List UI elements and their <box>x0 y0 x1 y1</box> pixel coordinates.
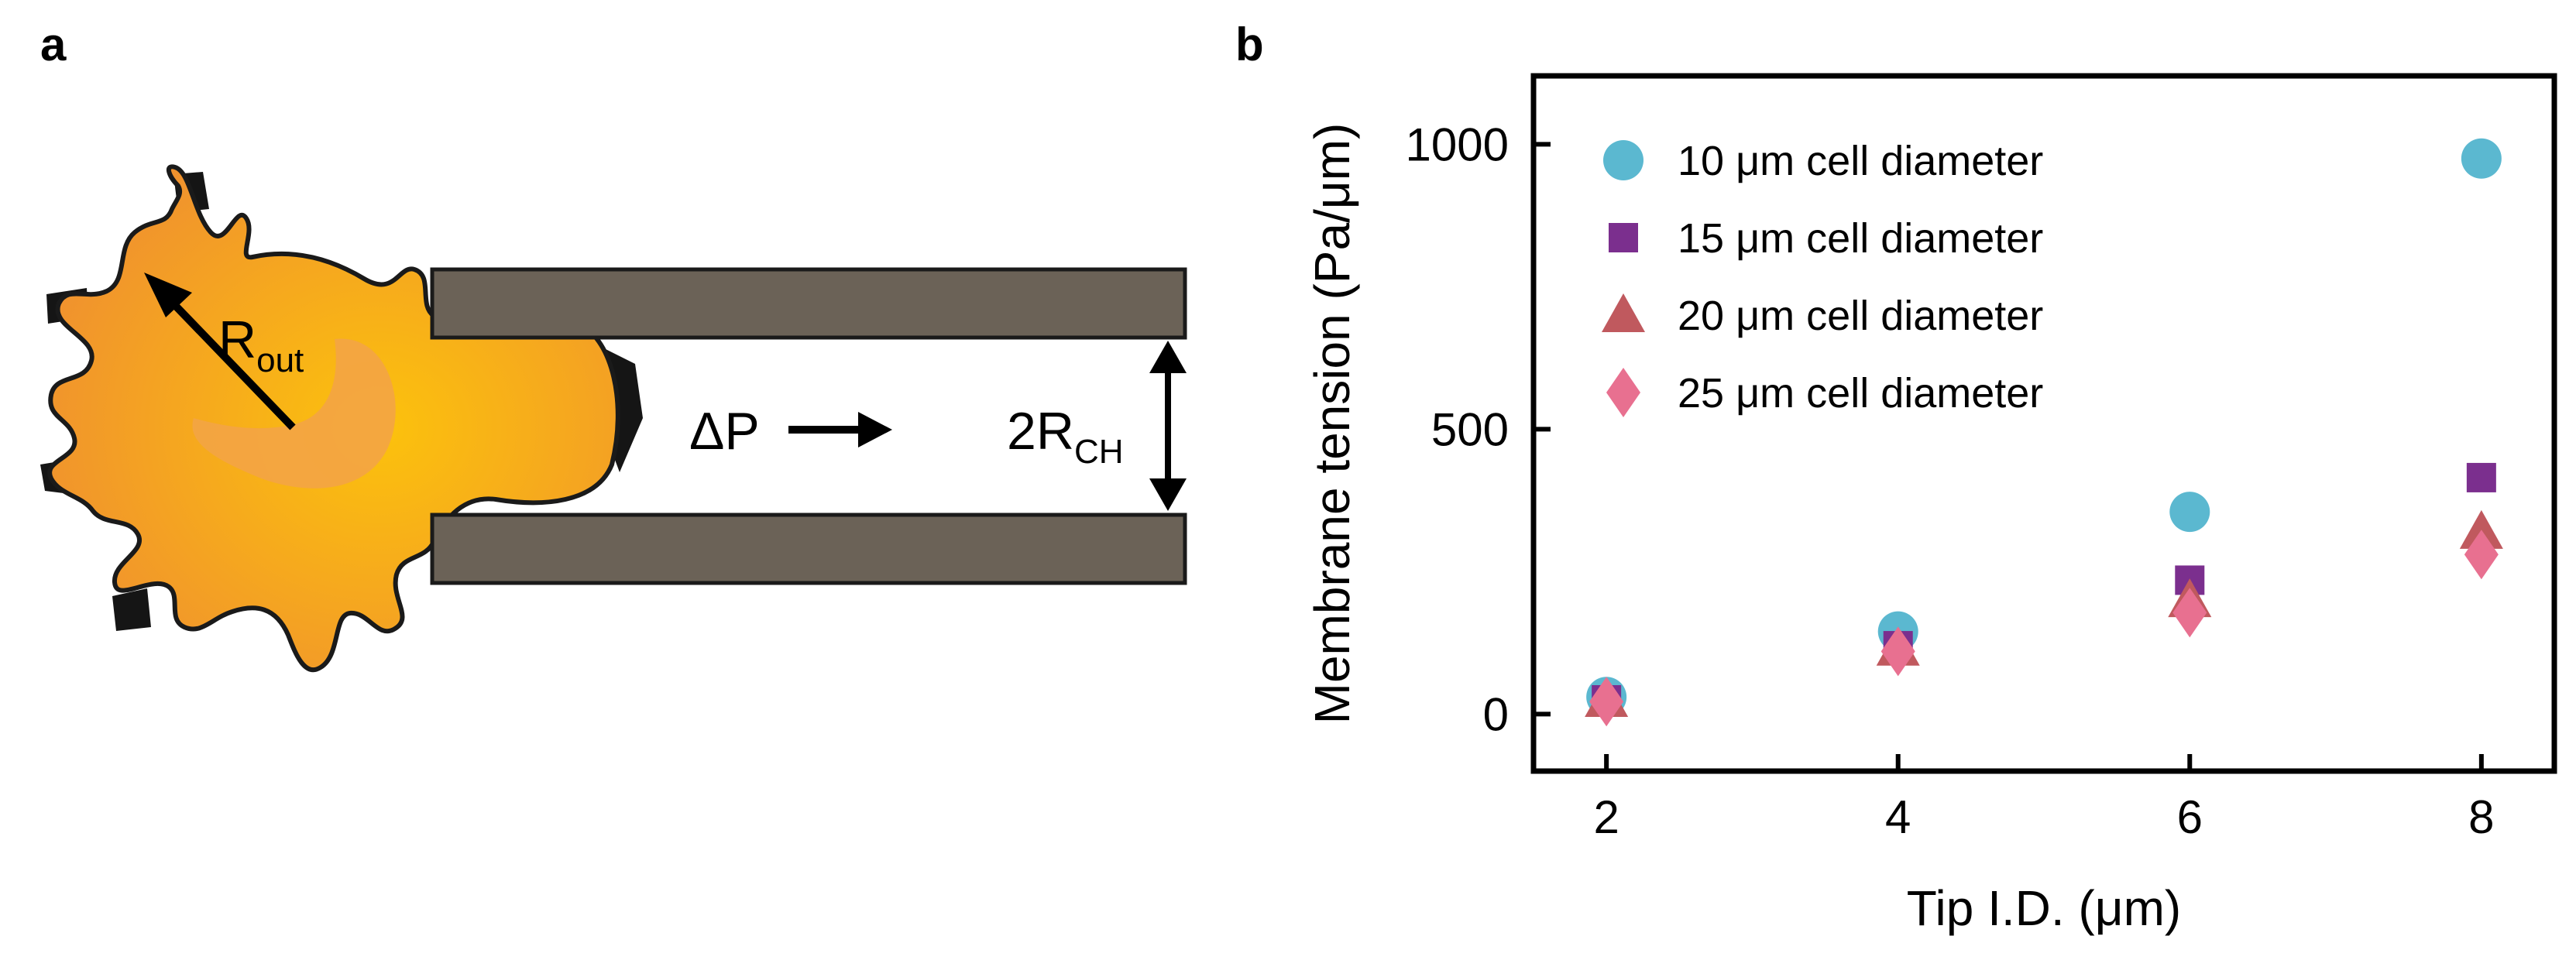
y-axis: 0 500 1000 <box>1406 118 1551 740</box>
x-axis-label: Tip I.D. (μm) <box>1907 880 2181 936</box>
panel-b-label: b <box>1235 19 1264 70</box>
data-point <box>2461 138 2502 179</box>
data-point <box>1589 677 1624 727</box>
legend-marker <box>1603 140 1643 180</box>
x-tick-label: 2 <box>1593 791 1619 843</box>
channel-diameter-arrow <box>1149 341 1187 511</box>
series-diamond <box>1589 530 2499 727</box>
y-axis-label: Membrane tension (Pa/μm) <box>1304 123 1360 725</box>
nucleus <box>192 338 396 489</box>
legend-marker <box>1602 293 1645 332</box>
series-triangle <box>1585 509 2503 717</box>
x-axis: 2 4 6 8 <box>1593 754 2495 843</box>
legend-marker <box>1609 223 1638 252</box>
y-tick-label: 1000 <box>1406 118 1509 170</box>
series-square <box>1592 462 2496 715</box>
delta-p-arrow <box>788 412 892 447</box>
r-out-label: Rout <box>218 310 304 379</box>
data-point <box>1880 626 1915 677</box>
panel-b: b 2 4 6 8 0 500 1000 Tip I.D. (μm) Membrane t… <box>1235 19 2557 936</box>
y-tick-label: 0 <box>1483 688 1509 740</box>
legend-label: 10 μm cell diameter <box>1678 138 2043 184</box>
legend-label: 15 μm cell diameter <box>1678 215 2043 262</box>
data-point <box>2169 492 2210 533</box>
x-tick-label: 6 <box>2177 791 2203 843</box>
r-out-arrow <box>144 273 296 430</box>
legend-label: 20 μm cell diameter <box>1678 293 2043 339</box>
pipette-top-wall <box>430 267 1187 340</box>
pipette-bottom-wall <box>430 513 1187 585</box>
plot-frame <box>1530 73 2557 774</box>
data-point <box>2466 462 2496 492</box>
legend-marker <box>1606 368 1640 417</box>
legend: 10 μm cell diameter 15 μm cell diameter 20… <box>1602 138 2043 417</box>
data-point <box>2172 588 2207 638</box>
x-tick-label: 8 <box>2468 791 2494 843</box>
data-point <box>2459 509 2503 549</box>
data-point <box>2464 530 2499 580</box>
legend-label: 25 μm cell diameter <box>1678 370 2043 417</box>
panel-a: a Rout ΔP 2RCH <box>40 19 1187 672</box>
channel-diameter-label: 2RCH <box>1007 402 1124 471</box>
x-tick-label: 4 <box>1885 791 1911 843</box>
y-tick-label: 500 <box>1431 403 1509 455</box>
data-points <box>1585 138 2503 727</box>
delta-p-label: ΔP <box>689 402 760 461</box>
panel-a-label: a <box>40 19 67 70</box>
